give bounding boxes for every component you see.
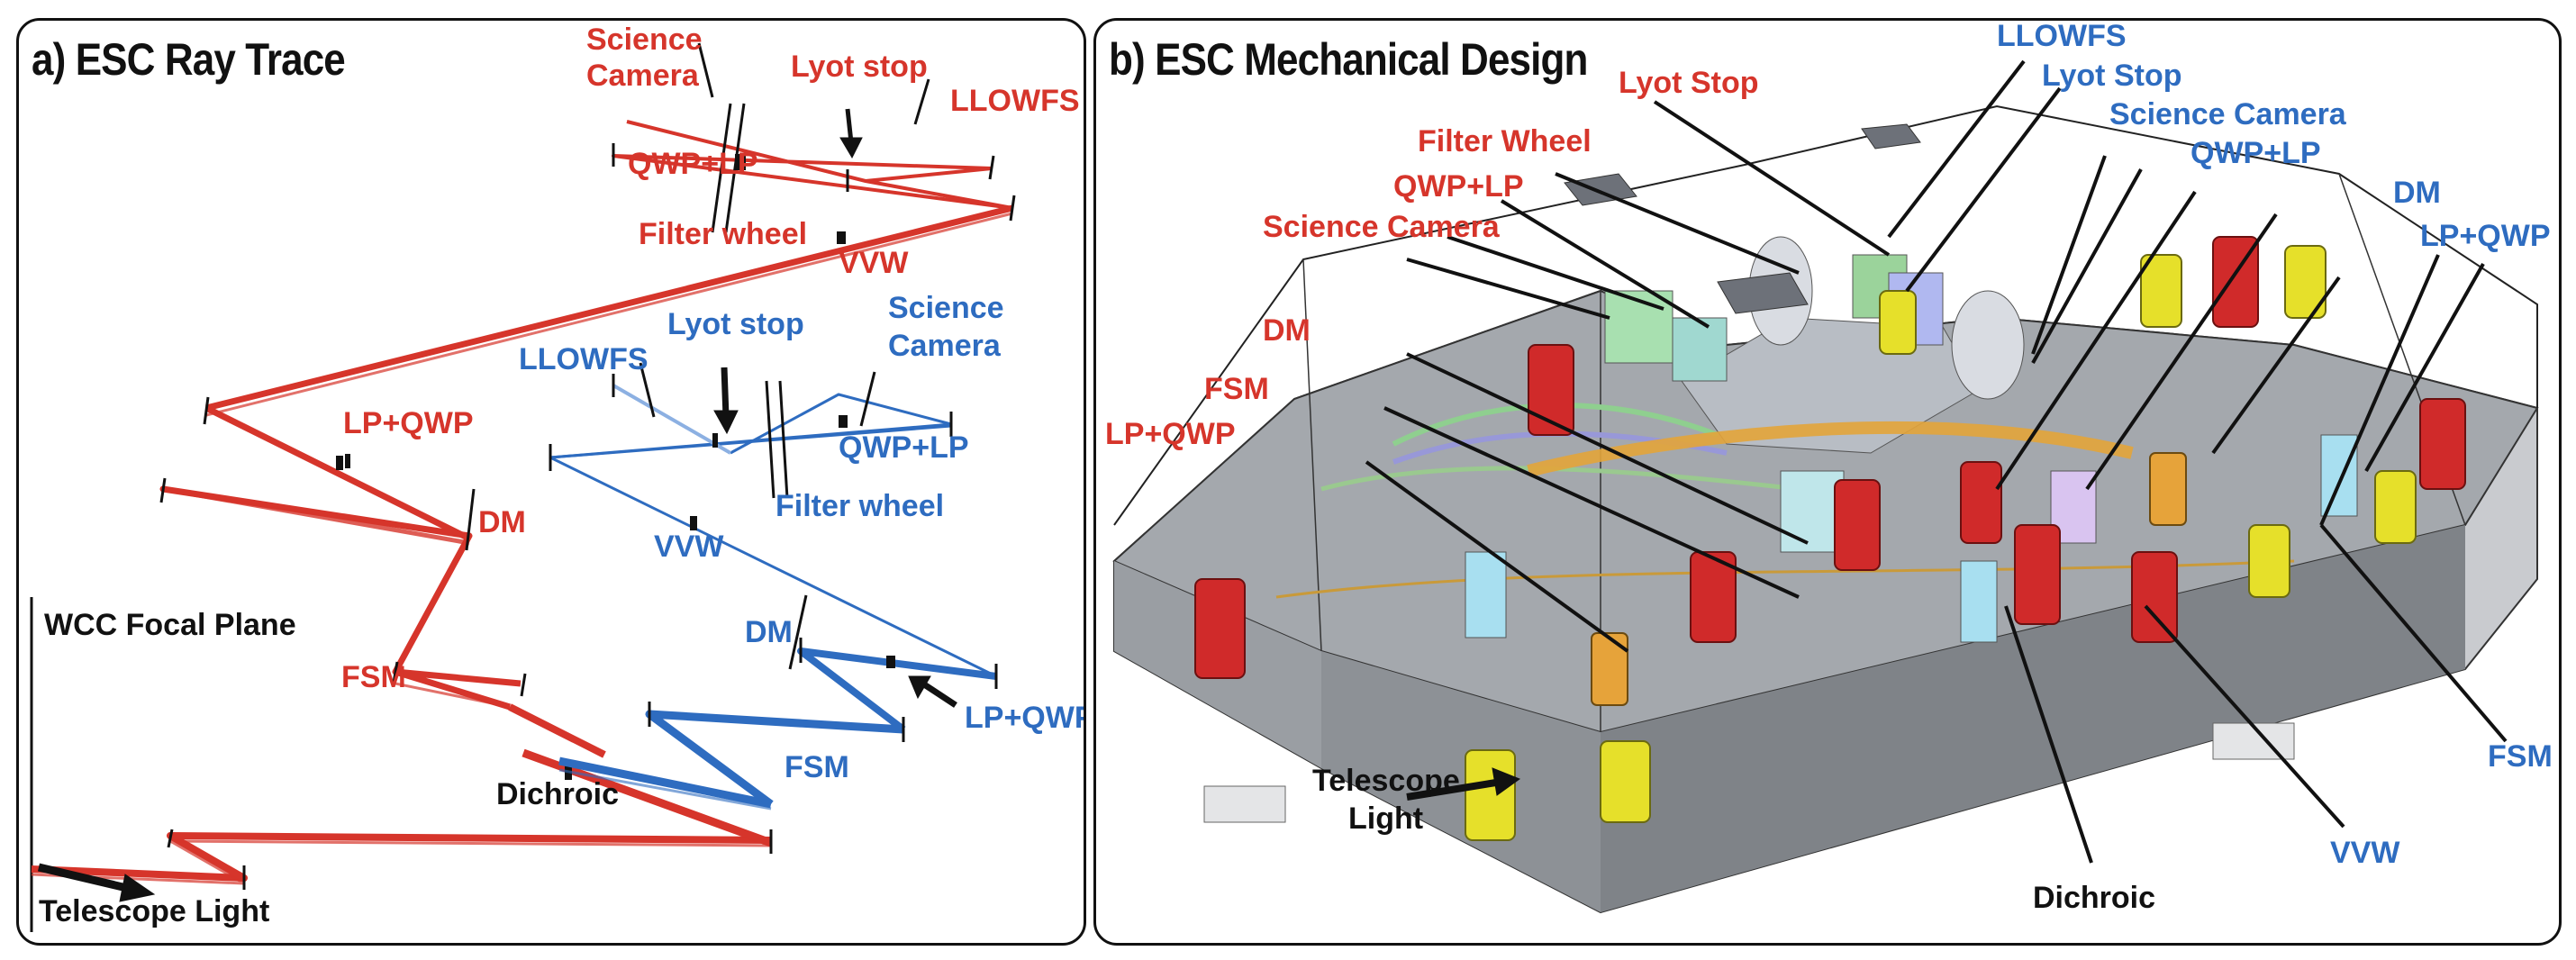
wcc-focal-plane-label: WCC Focal Plane <box>44 608 296 642</box>
top-plates <box>1564 123 1921 314</box>
red-beam-path <box>31 120 1013 885</box>
red-lyot-stop-label: Lyot stop <box>791 50 928 84</box>
red-lp-qwp-label: LP+QWP <box>343 406 474 440</box>
mech-dichroic-label: Dichroic <box>2033 881 2155 915</box>
blue-qwp-lp-label: QWP+LP <box>839 430 969 465</box>
mech-telescope-label-2: Light <box>1348 802 1423 836</box>
mech-blue-science-camera-label: Science Camera <box>2109 97 2347 131</box>
red-science-camera-label-2: Camera <box>586 59 700 93</box>
telescope-arrow <box>1406 767 1521 801</box>
blue-science-camera-label-1: Science <box>888 291 1004 325</box>
mech-blue-vvw-label: VVW <box>2330 836 2400 870</box>
mech-blue-dm-label: DM <box>2393 176 2441 210</box>
mechanical-render: Lyot Stop Filter Wheel QWP+LP Science Ca… <box>1105 21 2553 915</box>
ray-trace-diagram: Science Camera Lyot stop LLOWFS QWP+LP F… <box>30 23 1086 932</box>
mech-blue-qwp-lp-label: QWP+LP <box>2191 136 2321 170</box>
blue-llowfs-label: LLOWFS <box>519 342 649 376</box>
blue-vvw-label: VVW <box>654 530 724 564</box>
blue-dm-label: DM <box>745 615 793 649</box>
mech-blue-fsm-label: FSM <box>2488 739 2553 774</box>
blue-filter-wheel-label: Filter wheel <box>776 489 944 523</box>
mech-red-qwp-lp-label: QWP+LP <box>1393 169 1524 204</box>
leader-lines <box>1365 59 2508 864</box>
mech-blue-llowfs-label: LLOWFS <box>1997 21 2127 53</box>
red-llowfs-label: LLOWFS <box>950 84 1080 118</box>
red-fsm-label: FSM <box>341 660 406 694</box>
mech-telescope-label-1: Telescope <box>1312 764 1460 798</box>
panel-mechanical-design: b) ESC Mechanical Design <box>1093 18 2562 946</box>
blue-lp-qwp-label: LP+QWP <box>965 701 1086 735</box>
mech-red-lyot-stop-label: Lyot Stop <box>1619 66 1759 100</box>
mech-blue-lp-qwp-label: LP+QWP <box>2420 219 2551 253</box>
blue-optic-ticks <box>549 362 998 742</box>
red-filter-wheel-label: Filter wheel <box>639 217 807 251</box>
telescope-light-label: Telescope Light <box>39 894 269 928</box>
red-qwp-lp-label: QWP+LP <box>628 147 758 181</box>
panel-a-title: a) ESC Ray Trace <box>32 34 346 85</box>
panel-ray-trace: a) ESC Ray Trace <box>16 18 1086 946</box>
mech-blue-lyot-stop-label: Lyot Stop <box>2042 59 2182 93</box>
dichroic-label: Dichroic <box>496 777 619 811</box>
mech-red-lp-qwp-label: LP+QWP <box>1105 417 1236 451</box>
red-vvw-label: VVW <box>839 246 909 280</box>
mech-red-fsm-label: FSM <box>1204 372 1269 406</box>
yellow-mounts <box>1465 245 2417 841</box>
arrows <box>37 108 957 902</box>
blue-science-camera-label-2: Camera <box>888 329 1002 363</box>
mech-red-dm-label: DM <box>1263 313 1311 348</box>
red-science-camera-label-1: Science <box>586 23 703 57</box>
panel-b-title: b) ESC Mechanical Design <box>1109 34 1588 85</box>
red-mounts <box>1194 236 2466 679</box>
blue-lyot-stop-label: Lyot stop <box>667 307 804 341</box>
mech-red-filter-wheel-label: Filter Wheel <box>1418 124 1592 158</box>
blue-fsm-label: FSM <box>785 750 849 784</box>
red-dm-label: DM <box>478 505 526 539</box>
mech-red-science-camera-label: Science Camera <box>1263 210 1501 244</box>
orange-mounts <box>1591 452 2187 706</box>
